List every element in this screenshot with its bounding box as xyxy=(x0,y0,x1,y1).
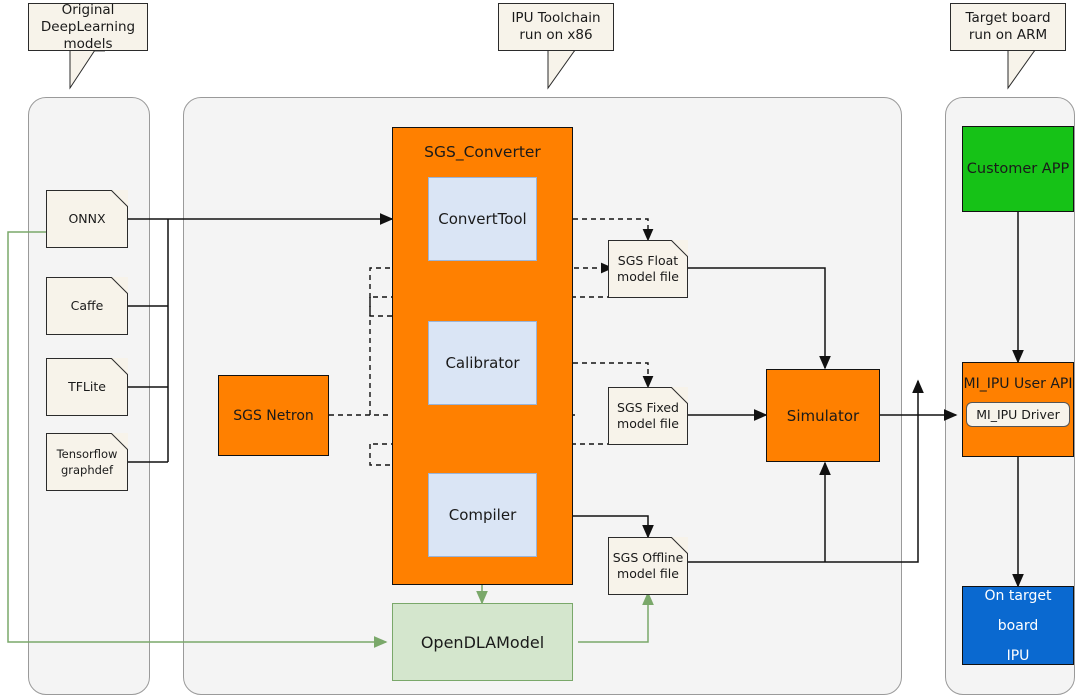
page-fold-icon xyxy=(111,433,128,450)
customer-app-label: Customer APP xyxy=(966,161,1070,177)
sgs-netron-box[interactable]: SGS Netron xyxy=(218,375,329,456)
ipu-line-1: On target board xyxy=(984,587,1052,634)
opendlamodel-label: OpenDLAModel xyxy=(420,632,545,652)
artifact-label: SGS Float model file xyxy=(617,253,679,284)
model-label: ONNX xyxy=(68,211,106,226)
model-file-caffe[interactable]: Caffe xyxy=(46,277,128,335)
stage-compiler[interactable]: Compiler xyxy=(428,473,537,557)
sgs-netron-label: SGS Netron xyxy=(233,407,314,424)
stage-calibrator[interactable]: Calibrator xyxy=(428,321,537,405)
callout-target-board: Target board run on ARM xyxy=(950,3,1066,51)
simulator-box[interactable]: Simulator xyxy=(766,369,880,462)
ipu-line-2: IPU xyxy=(1006,647,1030,664)
stage-label: Calibrator xyxy=(445,354,520,372)
model-file-onnx[interactable]: ONNX xyxy=(46,190,128,248)
mi-ipu-user-api-label: MI_IPU User API xyxy=(963,376,1073,392)
page-fold-icon xyxy=(671,240,688,257)
artifact-label: SGS Fixed model file xyxy=(617,400,679,431)
page-fold-icon xyxy=(671,537,688,554)
callout-text: Target board run on ARM xyxy=(965,10,1051,43)
stage-converttool[interactable]: ConvertTool xyxy=(428,177,537,261)
on-target-board-ipu-box[interactable]: On target board IPU xyxy=(962,586,1074,665)
page-fold-icon xyxy=(111,358,128,375)
mi-ipu-user-api-box[interactable]: MI_IPU User API MI_IPU Driver xyxy=(962,362,1074,457)
callout-original-models: Original DeepLearning models xyxy=(28,1,148,52)
artifact-sgs-fixed-model-file[interactable]: SGS Fixed model file xyxy=(608,387,688,445)
model-file-tflite[interactable]: TFLite xyxy=(46,358,128,416)
sgs-converter-title: SGS_Converter xyxy=(424,143,541,161)
callout-ipu-toolchain: IPU Toolchain run on x86 xyxy=(498,3,614,51)
page-fold-icon xyxy=(111,277,128,294)
model-label: Tensorflow graphdef xyxy=(56,447,118,477)
artifact-label: SGS Offline model file xyxy=(612,550,684,581)
artifact-sgs-offline-model-file[interactable]: SGS Offline model file xyxy=(608,537,688,595)
model-label: Caffe xyxy=(70,298,104,313)
stage-label: Compiler xyxy=(448,506,517,524)
callout-text: Original DeepLearning models xyxy=(40,1,136,52)
simulator-label: Simulator xyxy=(786,406,860,425)
opendlamodel-box[interactable]: OpenDLAModel xyxy=(392,603,573,681)
mi-ipu-driver-box[interactable]: MI_IPU Driver xyxy=(966,402,1070,427)
model-file-tensorflow-graphdef[interactable]: Tensorflow graphdef xyxy=(46,433,128,491)
page-fold-icon xyxy=(671,387,688,404)
stage-label: ConvertTool xyxy=(438,210,527,228)
mi-ipu-driver-label: MI_IPU Driver xyxy=(976,407,1060,422)
model-label: TFLite xyxy=(68,379,106,394)
customer-app-box[interactable]: Customer APP xyxy=(962,126,1074,212)
callout-text: IPU Toolchain run on x86 xyxy=(511,10,601,43)
artifact-sgs-float-model-file[interactable]: SGS Float model file xyxy=(608,240,688,298)
page-fold-icon xyxy=(111,190,128,207)
